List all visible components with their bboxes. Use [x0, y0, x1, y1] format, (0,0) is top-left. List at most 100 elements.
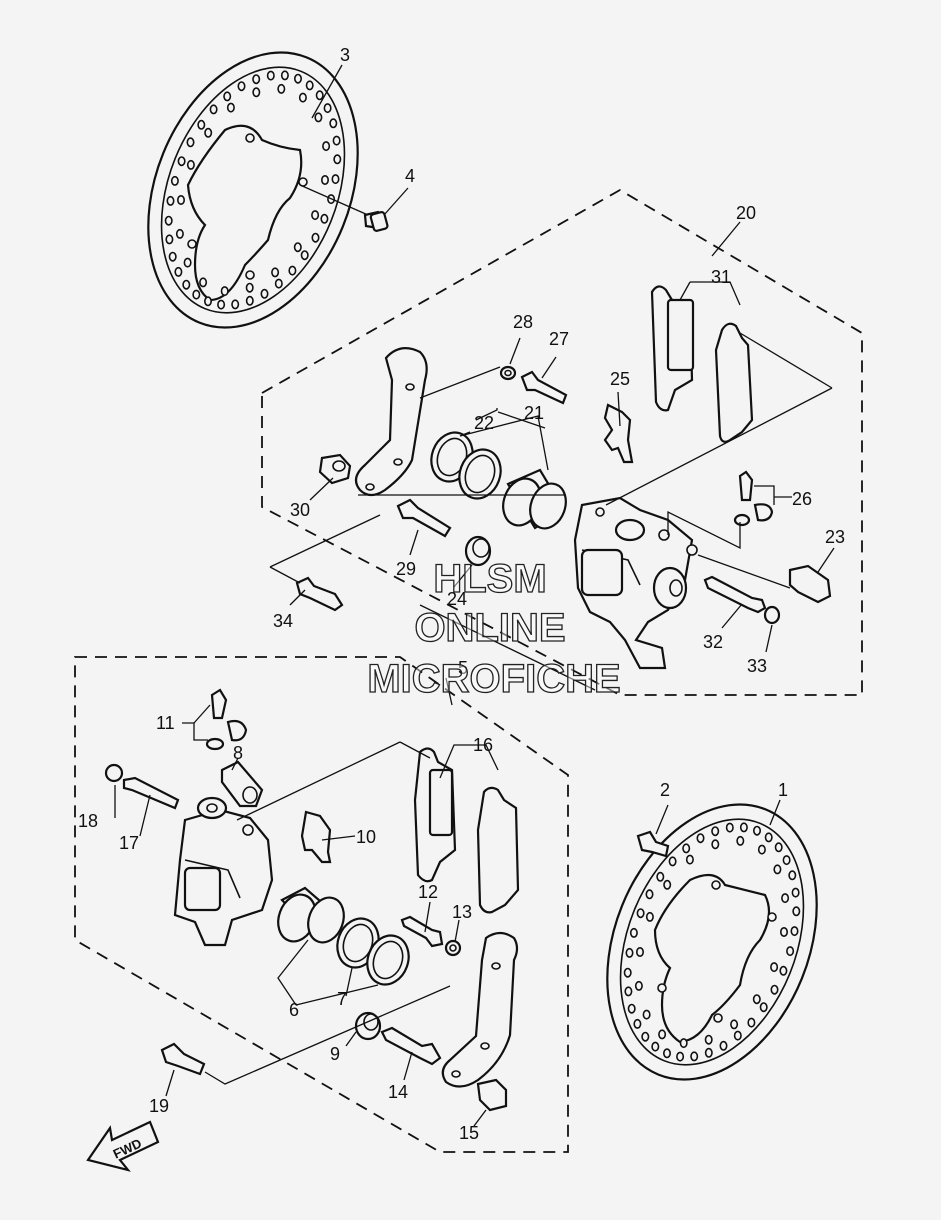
callout-4: 4 [405, 166, 415, 186]
disc-vent-hole [786, 946, 795, 957]
callout-28: 28 [513, 312, 533, 332]
disc-bolt-lower [636, 830, 670, 858]
disc-vent-hole [186, 159, 195, 170]
disc-vent-hole [641, 1031, 650, 1042]
disc-vent-hole [663, 879, 672, 890]
disc-vent-hole [779, 965, 788, 976]
disc-vent-hole [696, 833, 705, 844]
disc-vent-hole [252, 87, 261, 98]
disc-vent-hole [757, 844, 766, 855]
brake-disc-lower [606, 803, 818, 1081]
bolt-12 [400, 915, 444, 948]
piston-lower [277, 886, 345, 944]
disc-vent-hole [645, 889, 654, 900]
disc-vent-hole [288, 265, 297, 276]
disc-vent-hole [642, 1009, 651, 1020]
disc-vent-hole [658, 1029, 667, 1040]
disc-vent-hole [747, 1017, 756, 1028]
disc-vent-hole [266, 70, 275, 81]
disc-vent-hole [770, 962, 779, 973]
pad-spring-10 [300, 810, 332, 864]
callout-8: 8 [233, 743, 243, 763]
pin-23 [788, 564, 832, 604]
caliper-body-lower [173, 796, 274, 947]
piston-upper [502, 468, 567, 530]
disc-vent-hole [204, 296, 213, 307]
disc-vent-hole [197, 119, 206, 130]
piston-seals-lower [336, 917, 410, 986]
disc-vent-hole [624, 986, 633, 997]
disc-vent-hole [231, 299, 240, 310]
disc-vent-hole [174, 266, 183, 277]
callout-33: 33 [747, 656, 767, 676]
disc-vent-hole [627, 1003, 636, 1014]
callout-labels: 1 2 3 4 5 6 7 8 9 10 11 12 13 14 15 16 1… [78, 45, 845, 1143]
bolt-27 [520, 370, 568, 405]
callout-11: 11 [156, 713, 175, 733]
bolt-29 [396, 498, 452, 538]
disc-vent-hole [331, 174, 340, 185]
brake-pads-lower [413, 747, 520, 914]
disc-vent-hole [274, 278, 283, 289]
disc-vent-hole [170, 175, 179, 186]
pin-17 [122, 776, 180, 810]
disc-vent-hole [770, 984, 779, 995]
disc-vent-hole [711, 826, 720, 837]
disc-vent-hole [300, 250, 309, 261]
disc-vent-hole [625, 947, 634, 958]
disc-vent-hole [237, 81, 246, 92]
assembly-5-boundary [74, 656, 569, 1153]
disc-vent-hole [635, 946, 644, 957]
caliper-body-upper [573, 496, 698, 670]
disc-vent-hole [629, 927, 638, 938]
washer-28 [499, 365, 517, 381]
disc-vent-hole [311, 210, 320, 221]
collar-15 [476, 1078, 508, 1112]
callout-5: 5 [458, 658, 468, 678]
disc-vent-hole [166, 195, 175, 206]
bleed-screw-26 [733, 470, 774, 527]
callout-14: 14 [388, 1082, 408, 1102]
disc-vent-hole [209, 104, 218, 115]
disc-vent-hole [323, 103, 332, 114]
disc-vent-hole [277, 83, 286, 94]
callout-16: 16 [473, 735, 493, 755]
disc-vent-hole [662, 1048, 671, 1059]
disc-vent-hole [320, 175, 329, 186]
callout-7: 7 [337, 989, 347, 1009]
callout-19: 19 [149, 1096, 169, 1116]
watermark-line-1: HLSM [433, 557, 546, 601]
watermark: HLSM ONLINE MICROFICHE [367, 556, 622, 701]
callout-18: 18 [78, 811, 98, 831]
disc-vent-hole [333, 154, 342, 165]
callout-17: 17 [119, 833, 139, 853]
bleed-screw-11 [205, 688, 248, 751]
disc-vent-hole [315, 90, 324, 101]
disc-vent-hole [645, 911, 654, 922]
disc-vent-hole [773, 864, 782, 875]
callout-1: 1 [778, 780, 788, 800]
disc-vent-hole [792, 906, 801, 917]
collar-24 [464, 535, 492, 567]
callout-26: 26 [792, 489, 812, 509]
disc-vent-hole [623, 967, 632, 978]
disc-vent-hole [329, 118, 338, 129]
disc-vent-hole [704, 1047, 713, 1058]
pin-32 [703, 575, 767, 614]
disc-vent-hole [779, 926, 788, 937]
disc-vent-hole [764, 832, 773, 843]
disc-vent-hole [311, 232, 320, 243]
disc-vent-hole [788, 870, 797, 881]
callout-2: 2 [660, 780, 670, 800]
disc-vent-hole [314, 112, 323, 123]
disc-vent-hole [320, 213, 329, 224]
collar-30 [318, 453, 352, 485]
callout-30: 30 [290, 500, 310, 520]
disc-vent-hole [636, 908, 645, 919]
disc-vent-hole [736, 835, 745, 846]
disc-vent-hole [774, 842, 783, 853]
disc-vent-hole [791, 887, 800, 898]
callout-3: 3 [340, 45, 350, 65]
disc-vent-hole [217, 299, 226, 310]
